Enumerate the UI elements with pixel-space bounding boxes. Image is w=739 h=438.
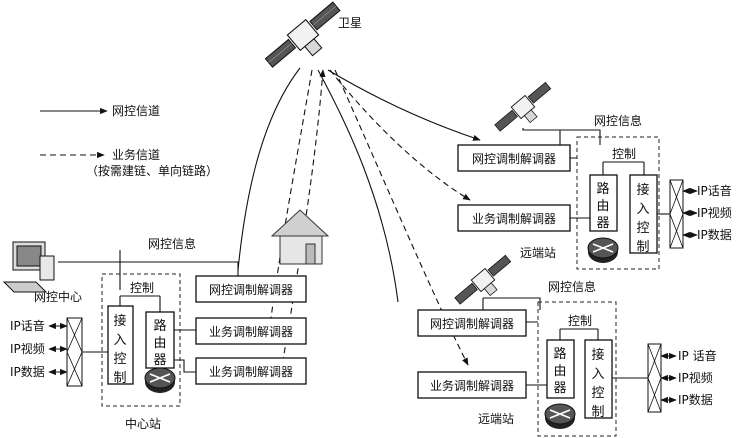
remote2-dashed-group [537, 301, 617, 437]
remote1-port-panel [669, 179, 684, 249]
center-service-modem-1-label: 业务调制解调器 [209, 324, 293, 339]
remote1-router-char: 路 [596, 181, 609, 197]
center-service-modem-2-label: 业务调制解调器 [209, 364, 293, 379]
legend: 网控信道 业务信道 （按需建链、单向链路） [40, 104, 218, 178]
remote2-control-modem [417, 309, 527, 337]
service-link-remote1 [329, 69, 471, 201]
center-dashed-group [101, 273, 181, 407]
control-link-remote1 [327, 69, 481, 141]
router-icon [587, 237, 619, 263]
remote1-router-box [589, 174, 618, 232]
satellite-icon [264, 1, 341, 68]
service-link-remote2 [334, 69, 469, 366]
remote2-router-char: 器 [553, 381, 566, 396]
center-access-char: 入 [113, 333, 126, 348]
center-control-modem [195, 275, 307, 303]
satellite-label: 卫星 [338, 16, 362, 30]
center-access-char: 接 [113, 313, 126, 329]
remote1-access-char: 接 [636, 182, 649, 198]
remote1-control-text: 控制 [612, 147, 636, 161]
satellite-links [237, 67, 481, 367]
remote2-station-label: 远端站 [478, 412, 514, 426]
remote1-access-char: 入 [636, 202, 649, 217]
center-router-char: 器 [153, 353, 166, 368]
center-port-label: IP话音 [10, 318, 45, 333]
remote1-router-char: 由 [596, 199, 609, 214]
remote2-control-text: 控制 [568, 314, 592, 328]
remote2-port-panel [647, 343, 662, 413]
remote2-access-box [584, 339, 613, 419]
remote2-port-label: IP数据 [678, 392, 713, 407]
remote1-dashed-group [576, 136, 660, 270]
center-access-char: 控 [113, 352, 126, 367]
remote1-control-modem-label: 网控调制解调器 [472, 152, 556, 166]
center-control-label: 网控信息 [148, 236, 196, 251]
remote2-router-label: 路由器 [553, 346, 566, 396]
remote2-access-char: 接 [591, 347, 604, 363]
center-control-text: 控制 [130, 281, 154, 295]
service-link-center-b [281, 69, 326, 367]
remote1-access-box [629, 174, 658, 254]
center-port-label: IP视频 [10, 341, 45, 356]
remote1-port-label: IP数据 [697, 227, 732, 242]
remote1-satellite-icon [494, 81, 552, 132]
center-access-box [107, 305, 134, 385]
router-icon [544, 403, 576, 429]
remote2-service-modem-label: 业务调制解调器 [430, 378, 514, 393]
computer-icon [2, 241, 55, 293]
control-link-remote2 [317, 69, 399, 303]
remote2-access-char: 制 [591, 405, 604, 420]
remote1-access-char: 控 [636, 221, 649, 236]
router-icon [144, 367, 176, 393]
remote2-port-label: IP 话音 [678, 348, 717, 363]
remote2-access-char: 入 [591, 367, 604, 382]
center-station-label: 中心站 [125, 416, 161, 431]
legend-service-note: （按需建链、单向链路） [86, 163, 218, 178]
center-router-label: 路由器 [153, 318, 166, 368]
building-icon [270, 209, 330, 265]
remote1-router-label: 路由器 [596, 181, 609, 231]
remote2-service-modem [417, 371, 527, 399]
remote2-access-char: 控 [591, 386, 604, 401]
remote1-port-label: IP视频 [697, 205, 732, 220]
center-service-modem-1 [195, 317, 307, 345]
center-router-char: 由 [153, 336, 166, 351]
center-port-label: IP数据 [10, 364, 45, 379]
remote1-access-char: 制 [636, 240, 649, 255]
remote1-service-modem [457, 204, 571, 232]
center-service-modem-2 [195, 357, 307, 385]
remote1-router-char: 器 [596, 216, 609, 231]
remote2-control-modem-label: 网控调制解调器 [430, 317, 514, 331]
remote2-control-label: 网控信息 [548, 279, 596, 294]
remote2-ports: IP 话音 IP视频 IP数据 [660, 348, 717, 407]
remote1-port-label: IP话音 [697, 183, 732, 198]
remote2-port-label: IP视频 [678, 370, 713, 385]
legend-control-label: 网控信道 [112, 104, 160, 118]
remote1-station-label: 远端站 [520, 246, 556, 260]
center-terminal-label: 网控中心 [34, 289, 82, 304]
remote1-control-label: 网控信息 [594, 113, 642, 128]
center-access-char: 制 [113, 371, 126, 386]
center-router-box [145, 311, 175, 369]
control-link-center [237, 67, 301, 271]
remote2-router-box [546, 339, 575, 399]
remote2-router-char: 由 [553, 364, 566, 379]
center-ports: IP话音 IP视频 IP数据 [10, 318, 68, 379]
legend-service-label: 业务信道 [112, 147, 160, 162]
remote2-satellite-icon [454, 254, 512, 305]
center-port-panel [66, 317, 83, 387]
remote2-router-char: 路 [553, 346, 566, 362]
center-control-modem-label: 网控调制解调器 [209, 283, 293, 297]
remote1-service-modem-label: 业务调制解调器 [472, 211, 556, 226]
remote1-ports: IP话音 IP视频 IP数据 [682, 183, 732, 242]
center-router-char: 路 [153, 318, 166, 334]
